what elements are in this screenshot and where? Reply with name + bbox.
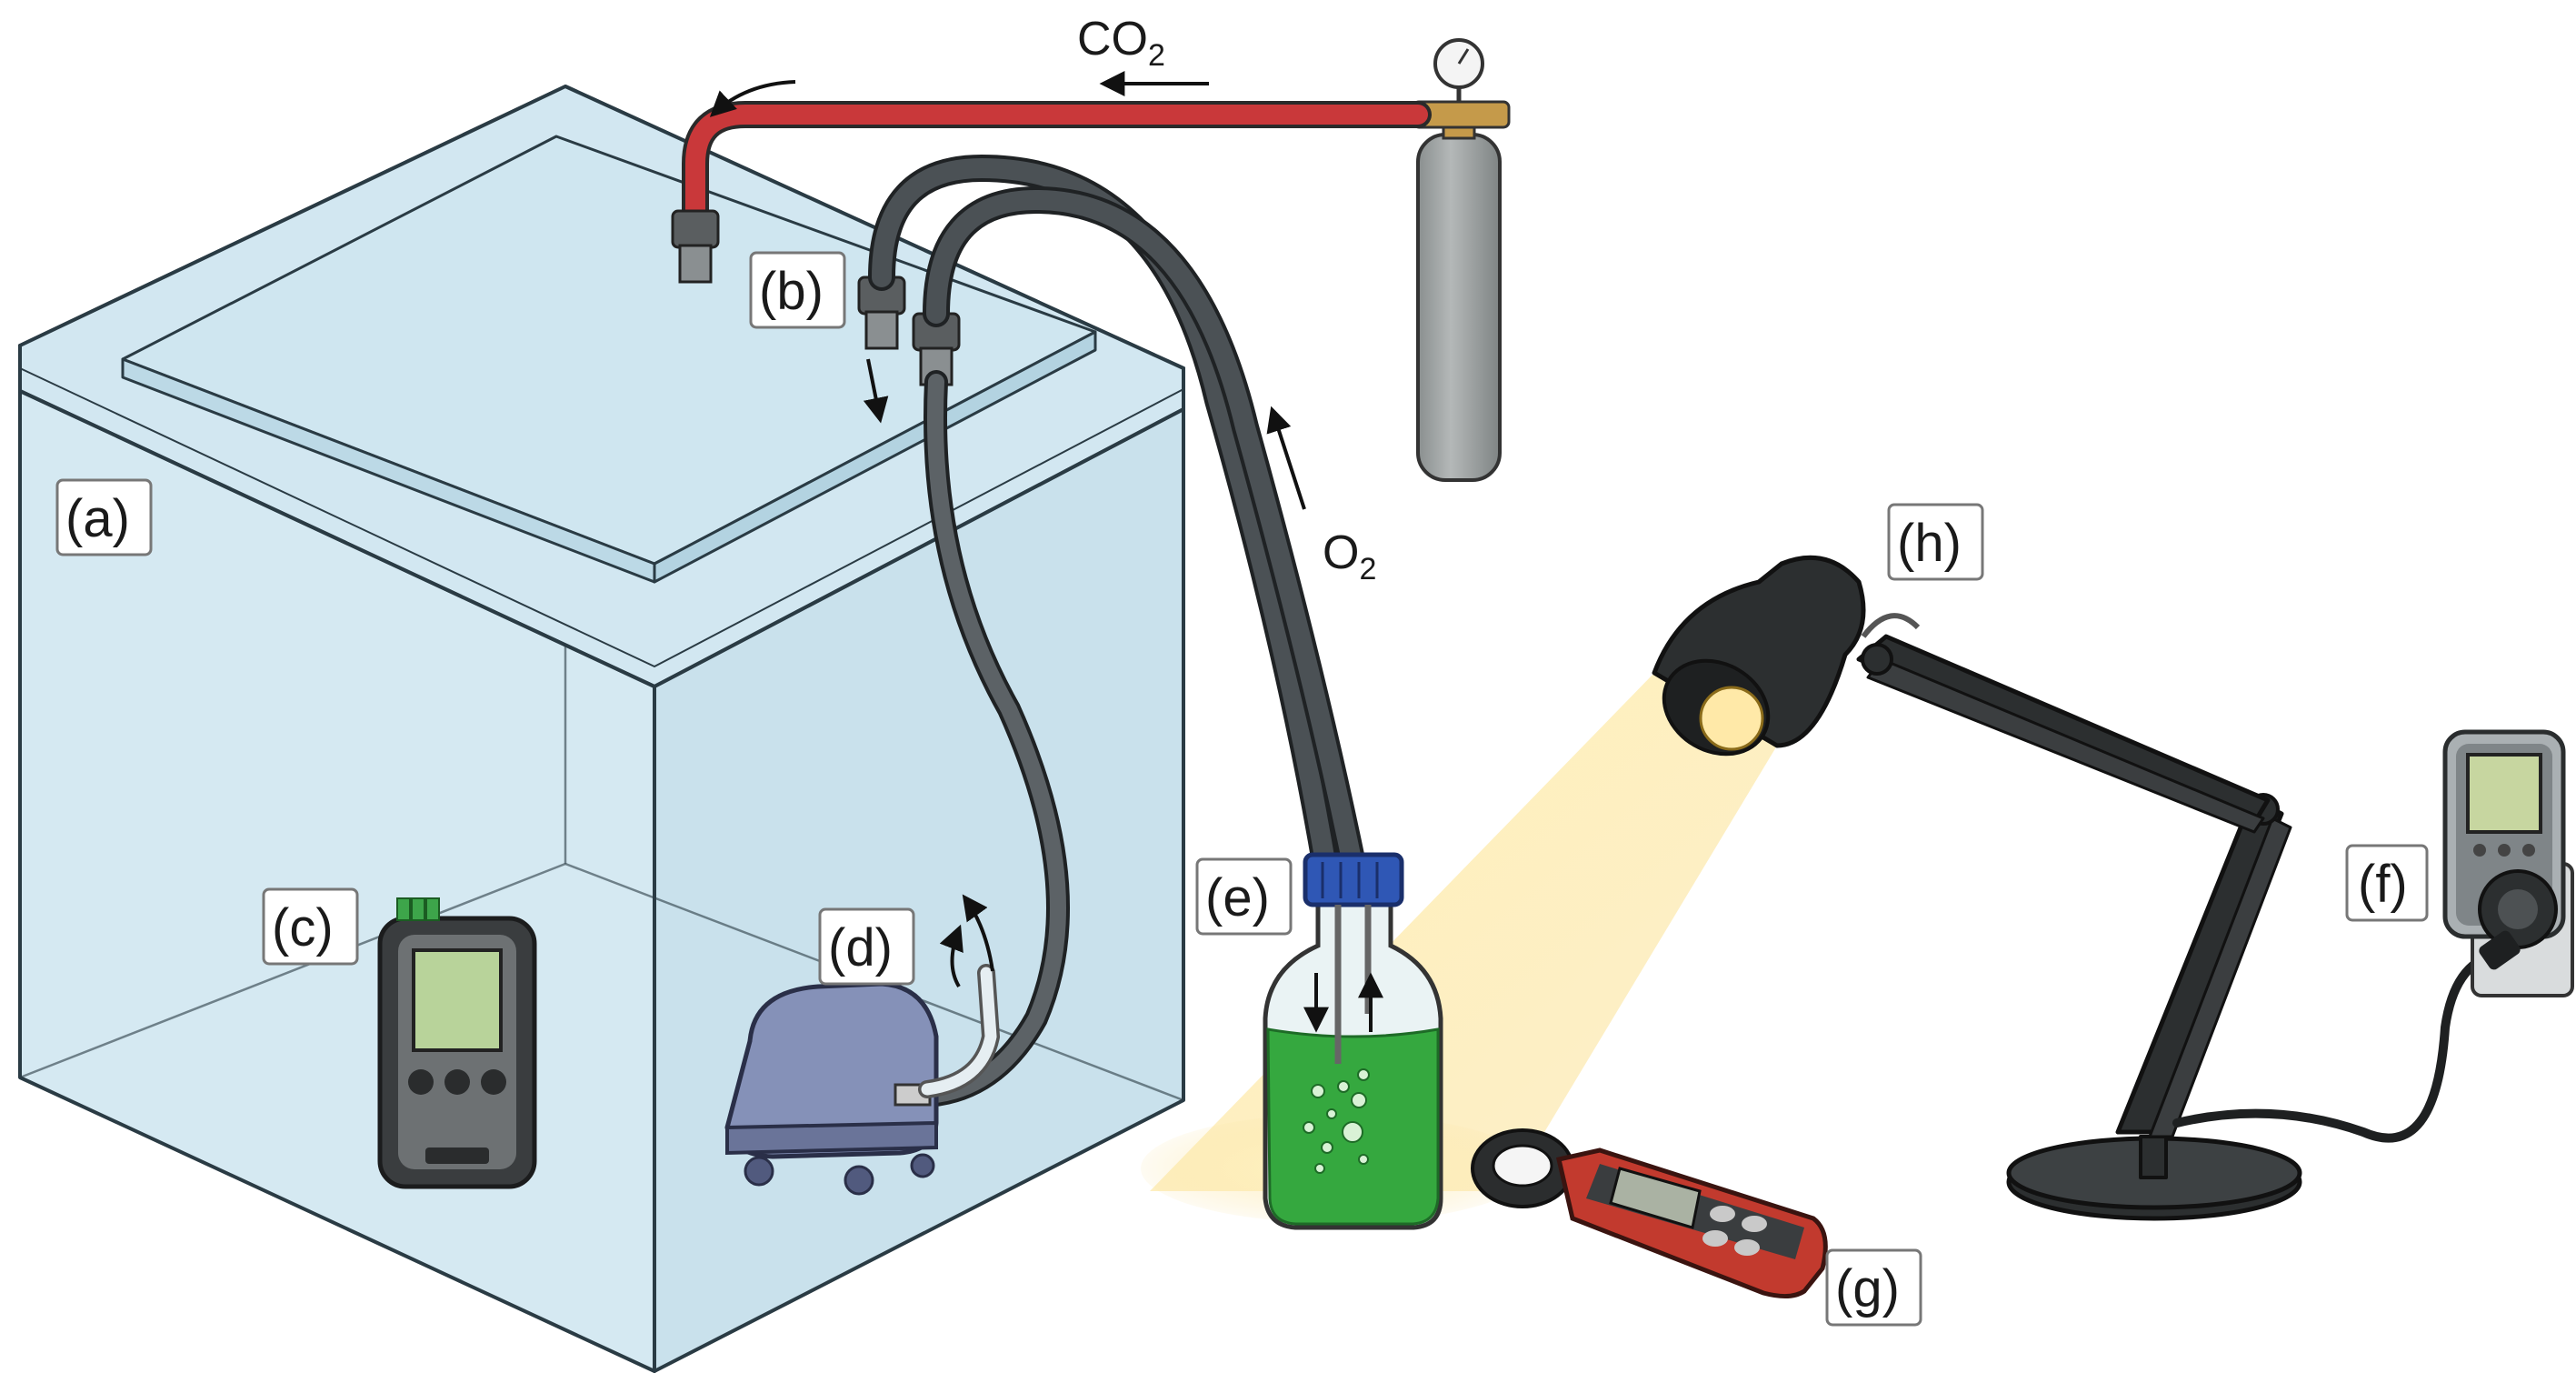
label-e: (e) [1195,857,1293,936]
datalogger-button-icon [408,1069,434,1095]
co2-cylinder [1412,38,1511,482]
label-f: (f) [2345,844,2429,922]
power-meter-button-icon [2498,844,2511,857]
air-pump [724,964,1001,1196]
co2-label: CO2 [1077,13,1165,73]
co2-datalogger [377,897,537,1189]
pump-flow-arrow [962,894,994,972]
power-meter-button-icon [2522,844,2535,857]
svg-text:(g): (g) [1835,1259,1900,1318]
label-c: (c) [262,887,359,966]
bottle-cap [1303,852,1404,907]
lux-meter [1471,1128,1828,1298]
lamp-bulb [1699,686,1764,751]
power-meter-button-icon [2473,844,2486,857]
pump-flow-arrow [939,924,964,988]
power-meter [2442,729,2574,997]
bubbles [1303,1068,1370,1174]
algae-bottle [1263,852,1443,1230]
lux-meter-screen [1609,1167,1702,1229]
o2-label: O2 [1323,526,1376,586]
o2-flow-arrow [1266,406,1306,510]
gas-tubes [868,154,1368,1108]
svg-text:(b): (b) [759,262,824,321]
downflow-arrow [863,358,889,424]
svg-text:(c): (c) [272,898,334,957]
desk-lamp [1652,555,2500,1221]
label-d: (d) [818,907,915,986]
label-g: (g) [1825,1248,1922,1327]
svg-text:(a): (a) [65,489,130,548]
label-b: (b) [749,251,846,329]
svg-text:(h): (h) [1897,514,1962,573]
datalogger-button-icon [444,1069,470,1095]
datalogger-button-icon [481,1069,506,1095]
light-beam [1141,673,1777,1223]
datalogger-screen [412,948,503,1052]
label-h: (h) [1887,503,1984,581]
svg-text:(f): (f) [2358,855,2408,914]
label-a: (a) [55,478,153,556]
power-meter-screen [2466,753,2542,834]
svg-text:(d): (d) [828,918,893,977]
co2-inlet-arrow [709,80,796,117]
svg-text:(e): (e) [1205,868,1270,927]
